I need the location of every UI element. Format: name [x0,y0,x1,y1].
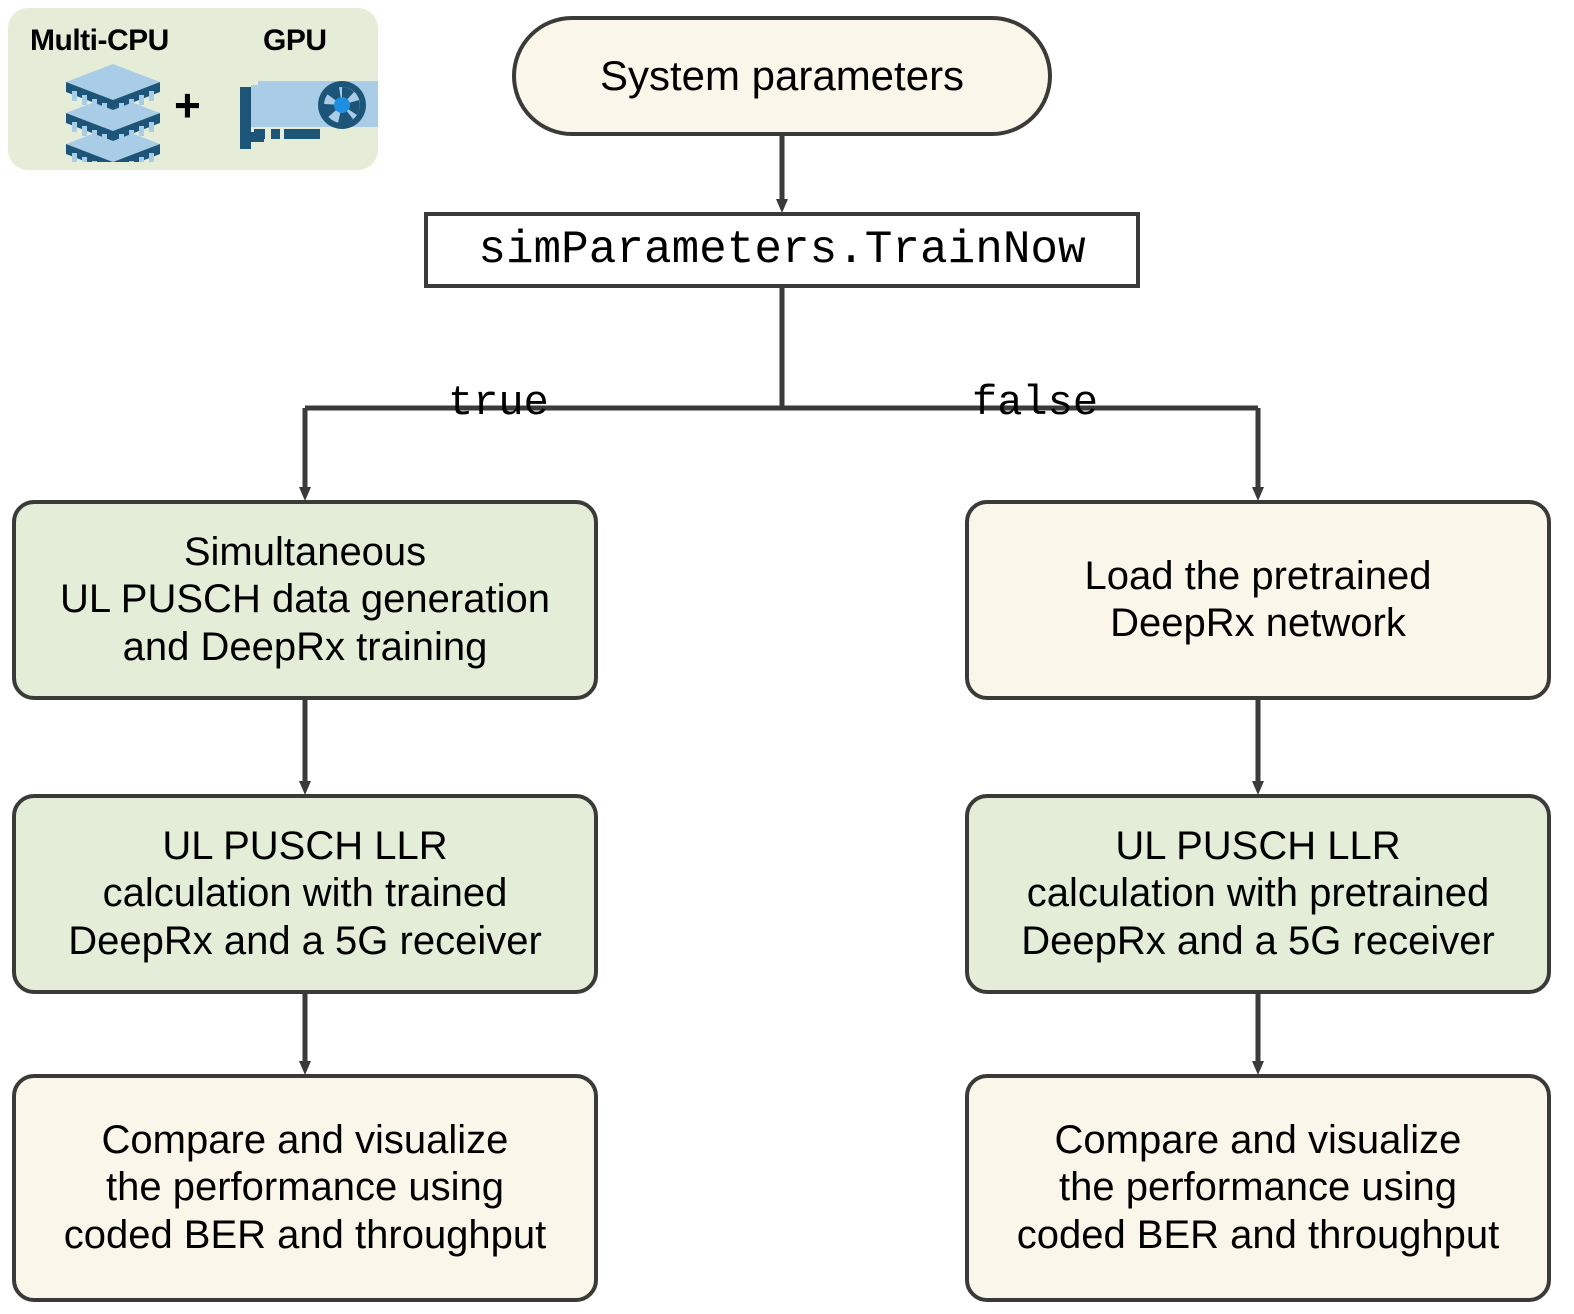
node-decision-label: simParameters.TrainNow [478,223,1086,276]
node-false-1-label: Load the pretrained DeepRx network [1084,553,1432,645]
multi-cpu-label: Multi-CPU [30,24,169,57]
node-true-2-llr-trained[interactable]: UL PUSCH LLR calculation with trained De… [12,794,598,994]
node-false-1-load-pretrained[interactable]: Load the pretrained DeepRx network [965,500,1551,700]
node-true-2-label: UL PUSCH LLR calculation with trained De… [68,824,542,963]
node-true-1-simultaneous-training[interactable]: Simultaneous UL PUSCH data generation an… [12,500,598,700]
node-false-3-compare-visualize[interactable]: Compare and visualize the performance us… [965,1074,1551,1302]
node-false-2-llr-pretrained[interactable]: UL PUSCH LLR calculation with pretrained… [965,794,1551,994]
node-system-parameters[interactable]: System parameters [512,16,1052,136]
cpu-stack-icon [58,62,168,175]
node-true-1-label: Simultaneous UL PUSCH data generation an… [60,530,550,669]
hardware-legend-panel: Multi-CPU GPU [8,8,380,175]
node-true-3-label: Compare and visualize the performance us… [63,1118,547,1257]
node-decision-trainnow[interactable]: simParameters.TrainNow [424,212,1140,288]
plus-sign: + [174,79,201,131]
node-false-2-label: UL PUSCH LLR calculation with pretrained… [1021,824,1495,963]
node-false-3-label: Compare and visualize the performance us… [1016,1118,1500,1257]
node-system-parameters-label: System parameters [599,52,965,100]
edge-label-false: false [972,379,1099,427]
node-true-3-compare-visualize[interactable]: Compare and visualize the performance us… [12,1074,598,1302]
gpu-label: GPU [263,24,327,57]
gpu-card-icon [230,70,380,165]
edge-label-true: true [448,379,549,427]
